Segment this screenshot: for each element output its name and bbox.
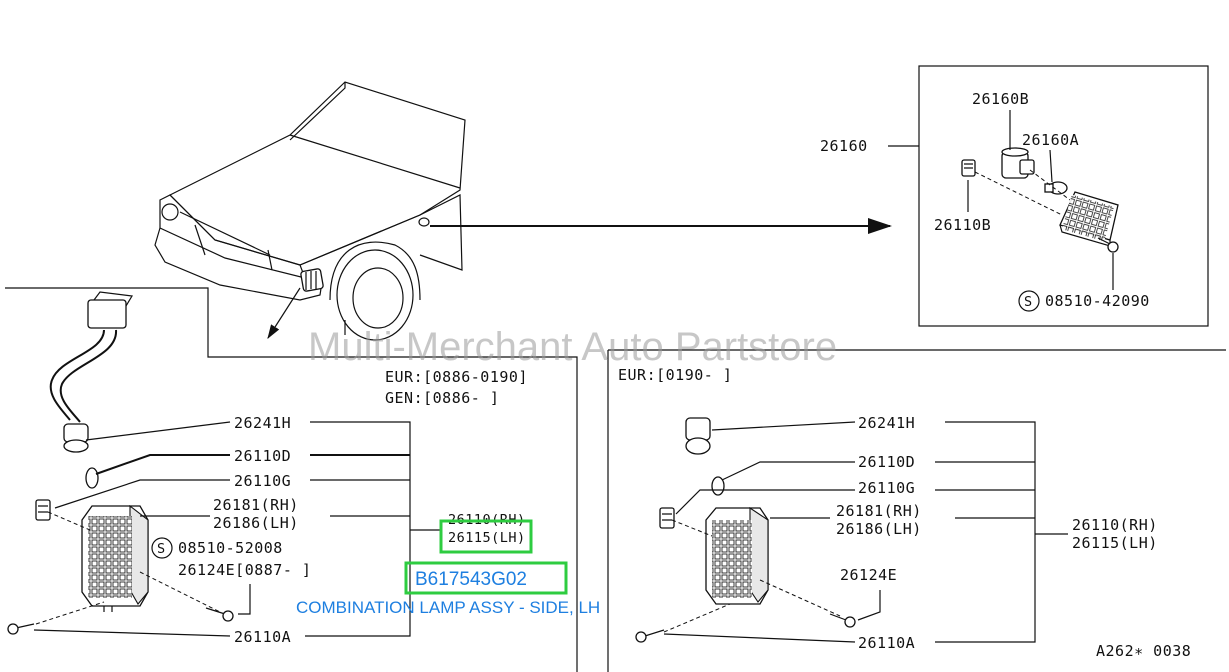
callout-26110a-left: 26110A (234, 628, 291, 646)
arrow-down-icon (267, 287, 301, 340)
callout-26241h-right: 26241H (858, 414, 915, 432)
callout-26110a-right: 26110A (858, 634, 915, 652)
callout-26110b: 26110B (934, 216, 991, 234)
screw-symbol-left: S (157, 541, 166, 557)
watermark: Multi-Merchant Auto Partstore (308, 325, 837, 369)
panel-left-frame (5, 287, 578, 672)
panel-left-applicability-gen: GEN:[0886- ] (385, 389, 499, 407)
callout-26110g-right: 26110G (858, 479, 915, 497)
combination-lamp-icon (705, 506, 769, 605)
screw-symbol-circle (151, 537, 173, 559)
bulb-icon (85, 467, 99, 489)
inset-frame (918, 65, 1209, 327)
callout-26124e-left: 26124E[0887- ] (178, 561, 311, 579)
callout-26115lh-right: 26115(LH) (1072, 534, 1158, 552)
callout-26181-right: 26181(RH) (836, 502, 922, 520)
clip-icon (35, 499, 51, 521)
panel-left-applicability-eur: EUR:[0886-0190] (385, 368, 528, 386)
callout-26115lh-left: 26115(LH) (448, 530, 526, 546)
side-marker-lamp-icon (1059, 191, 1119, 247)
car-front-icon (154, 81, 466, 341)
diagram-code: A262∗ 0038 (1096, 642, 1191, 660)
callout-26160b: 26160B (972, 90, 1029, 108)
combination-lamp-icon (81, 504, 149, 612)
highlight-part-number-box[interactable] (404, 561, 568, 595)
callout-26110d-left: 26110D (234, 447, 291, 465)
callout-26124e-right: 26124E (840, 566, 897, 584)
callout-26110rh-right: 26110(RH) (1072, 516, 1158, 534)
callout-26241h-left: 26241H (234, 414, 291, 432)
socket-icon (685, 417, 711, 455)
callout-08510-42090: 08510-42090 (1045, 292, 1150, 310)
screw-symbol-circle (1018, 290, 1040, 312)
screw-symbol: S (1024, 294, 1033, 310)
panel-right-frame (607, 349, 1226, 672)
clip-icon (961, 159, 976, 177)
screw-icon (7, 607, 234, 635)
callout-26186-right: 26186(LH) (836, 520, 922, 538)
wire-harness-icon (49, 291, 133, 453)
highlight-part-number[interactable]: B617543G02 (415, 569, 527, 590)
screw-icon (1097, 237, 1119, 253)
callout-26181-left: 26181(RH) (213, 496, 299, 514)
clip-icon (659, 507, 675, 529)
callout-26160a: 26160A (1022, 131, 1079, 149)
socket-icon (1001, 147, 1035, 179)
screw-icon (635, 613, 856, 643)
callout-26160: 26160 (820, 137, 868, 155)
callout-08510-52008: 08510-52008 (178, 539, 283, 557)
panel-right-applicability: EUR:[0190- ] (618, 366, 732, 384)
callout-26186-left: 26186(LH) (213, 514, 299, 532)
callout-26110d-right: 26110D (858, 453, 915, 471)
highlight-caption: COMBINATION LAMP ASSY - SIDE, LH (296, 598, 600, 617)
callout-26110g-left: 26110G (234, 472, 291, 490)
bulb-icon (1044, 181, 1068, 195)
highlight-26115lh[interactable] (439, 519, 533, 554)
